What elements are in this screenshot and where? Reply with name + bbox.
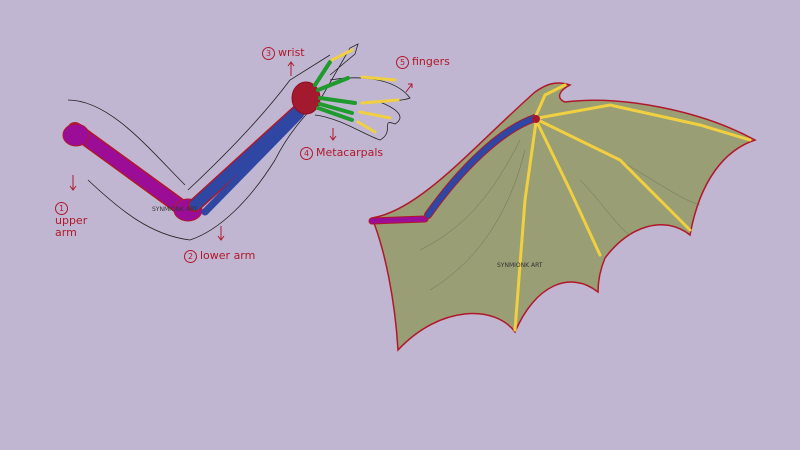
label-text: upper arm bbox=[55, 214, 88, 239]
label-number: 2 bbox=[184, 250, 197, 263]
label-text: fingers bbox=[412, 55, 450, 68]
label-number: 3 bbox=[262, 47, 275, 60]
label-text: lower arm bbox=[200, 249, 256, 262]
hand-bones bbox=[313, 48, 400, 134]
watermark: SYNMIONK ART bbox=[152, 206, 198, 213]
hand-outline bbox=[314, 77, 411, 141]
label-text: Metacarpals bbox=[316, 146, 384, 159]
wing-wrist-bone bbox=[532, 115, 540, 123]
arm-skin-outline bbox=[67, 43, 359, 241]
wing-bones bbox=[368, 83, 752, 332]
label-number: 5 bbox=[396, 56, 409, 69]
watermark-wing: SYNMIONK ART bbox=[497, 262, 543, 269]
label-number: 4 bbox=[300, 147, 313, 160]
lower-arm-bones bbox=[188, 98, 312, 216]
label-arrows bbox=[69, 61, 413, 241]
label-text: wrist bbox=[278, 46, 305, 59]
wing-membrane bbox=[370, 82, 757, 352]
